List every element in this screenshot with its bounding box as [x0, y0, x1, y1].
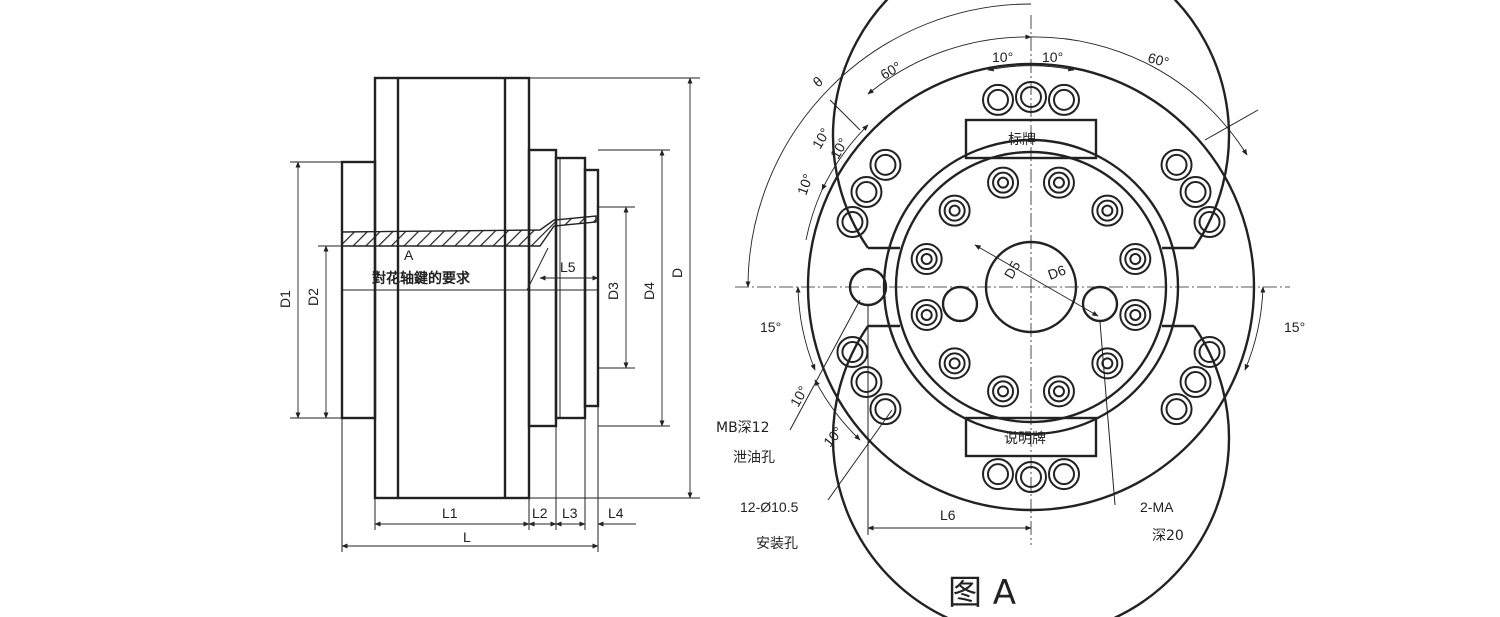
spline-hatch	[341, 215, 597, 247]
outer-bolt-hole	[850, 366, 883, 398]
front-view: 标牌 说明牌 θ 60° 60° 10° 10°	[716, 0, 1305, 617]
spline-note: 對花轴鍵的要求	[372, 270, 471, 287]
outer-bolt-holes	[836, 81, 1226, 493]
dim-L4: L4	[608, 505, 624, 521]
outer-bolt-hole	[1160, 148, 1193, 181]
nameplate-top	[964, 118, 1098, 160]
outer-bolt-hole	[836, 335, 869, 368]
inner-bolt-hole	[1119, 243, 1152, 276]
tap-size: 2-MA	[1140, 499, 1174, 515]
mount-size: 12-Ø10.5	[740, 499, 799, 515]
angle-10-lower-left-2: 10°	[820, 423, 846, 450]
inner-bolt-hole	[1042, 166, 1075, 199]
outer-bolt-hole	[982, 83, 1015, 116]
dim-L1: L1	[442, 505, 458, 521]
dim-D1: D1	[277, 290, 293, 308]
dim-D6: D6	[1046, 262, 1068, 283]
inner-bolt-hole	[910, 243, 943, 276]
angle-10-top-left: 10°	[992, 49, 1013, 65]
outer-bolt-hole	[1015, 81, 1047, 113]
outer-bolt-hole	[850, 176, 883, 208]
outer-bolt-hole	[1193, 206, 1226, 239]
dim-L3: L3	[562, 505, 578, 521]
angle-60-left: 60°	[878, 58, 904, 82]
tapped-hole-left	[941, 285, 979, 323]
drain-size: MB深12	[716, 420, 770, 436]
dim-D: D	[669, 268, 685, 278]
right-step-3	[583, 168, 600, 408]
outer-bolt-hole	[1193, 335, 1226, 368]
dim-L: L	[463, 529, 471, 545]
outer-bolt-hole	[836, 206, 869, 239]
angle-theta: θ	[810, 73, 826, 90]
tapped-hole-right	[1081, 285, 1119, 323]
side-view: A 對花轴鍵的要求 D1 D2 D3 D4 D L5	[277, 76, 700, 552]
inner-bolt-hole	[1091, 194, 1124, 227]
outer-ring-arc-upper	[831, 0, 1231, 249]
drain-name: 泄油孔	[733, 450, 775, 466]
section-mark: A	[404, 247, 414, 263]
inner-bolt-hole	[1091, 347, 1124, 380]
dim-L5: L5	[560, 259, 576, 275]
outer-bolt-hole	[1160, 393, 1193, 426]
inner-bolt-hole	[987, 375, 1020, 408]
tap-depth: 深20	[1152, 528, 1184, 544]
inner-bolt-hole	[987, 166, 1020, 199]
dim-D4: D4	[641, 282, 657, 300]
inner-bolt-hole	[938, 194, 971, 227]
nameplate-top-text: 标牌	[1008, 131, 1036, 148]
inner-bolt-hole	[910, 298, 943, 331]
outer-ring-arc-lower	[831, 325, 1231, 617]
outer-bolt-hole	[869, 148, 902, 181]
angle-60-right: 60°	[1146, 49, 1171, 70]
dim-D2: D2	[305, 288, 321, 306]
inner-ring	[882, 138, 1180, 436]
outer-bolt-hole	[1179, 366, 1212, 398]
nameplate-bottom	[964, 416, 1098, 458]
mount-name: 安装孔	[756, 536, 798, 552]
dim-L6: L6	[940, 507, 956, 523]
outer-bolt-hole	[1015, 461, 1047, 493]
inner-bolt-hole	[938, 347, 971, 380]
outer-bolt-hole	[1047, 458, 1080, 491]
dim-D3: D3	[605, 282, 621, 300]
angle-10-upper-left-3: 10°	[794, 172, 816, 197]
inner-bolt-holes	[910, 166, 1152, 408]
inner-circle	[894, 150, 1168, 424]
angle-10-top-right: 10°	[1042, 49, 1063, 65]
outer-bolt-hole	[1179, 176, 1212, 208]
angle-10-lower-left-1: 10°	[787, 383, 811, 409]
outer-bolt-hole	[982, 458, 1015, 491]
right-step-1	[527, 148, 558, 428]
figure-caption: 图 A	[948, 573, 1016, 613]
dim-D5: D5	[1001, 258, 1024, 282]
nameplate-bottom-text: 说明牌	[1004, 430, 1046, 447]
inner-bolt-hole	[1119, 298, 1152, 331]
inner-bolt-hole	[1042, 375, 1075, 408]
outer-bolt-hole	[1047, 83, 1080, 116]
angle-15-right: 15°	[1284, 319, 1305, 335]
dim-L2: L2	[532, 505, 548, 521]
angle-10-upper-left-2: 10°	[827, 135, 851, 161]
angle-15-left: 15°	[760, 319, 781, 335]
